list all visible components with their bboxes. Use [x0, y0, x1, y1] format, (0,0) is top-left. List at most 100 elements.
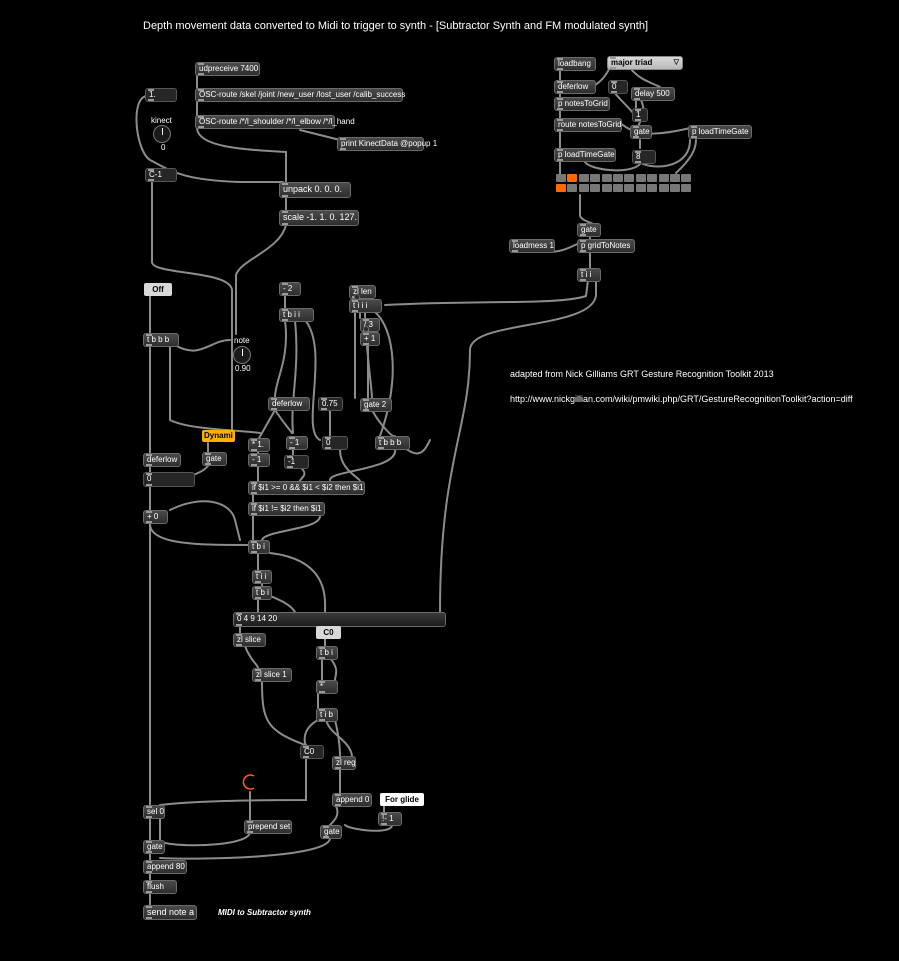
- number-box-4[interactable]: 1: [632, 108, 648, 122]
- sel-zero-object[interactable]: sel 0: [143, 805, 165, 819]
- midi-caption: MIDI to Subtractor synth: [218, 908, 311, 917]
- gate-object[interactable]: gate: [202, 452, 227, 466]
- load-time-gate-object-2[interactable]: p loadTimeGate: [554, 148, 616, 162]
- gate-two-object[interactable]: gate 2: [360, 398, 392, 412]
- c0-note-button[interactable]: C0: [316, 626, 341, 639]
- multiply-object-2[interactable]: *: [316, 680, 338, 694]
- plus-one-object[interactable]: + 1: [360, 332, 380, 346]
- route-object[interactable]: route notesToGrid: [554, 118, 622, 132]
- grid-cell[interactable]: [647, 184, 658, 192]
- grid-cell[interactable]: [624, 174, 635, 182]
- reverse-minus-object[interactable]: !- 1: [378, 812, 402, 826]
- gate-object-5[interactable]: gate: [630, 125, 652, 139]
- append-zero-object[interactable]: append 0: [332, 793, 372, 807]
- zl-reg-object[interactable]: zl reg: [332, 756, 356, 770]
- delay-object[interactable]: delay 500: [631, 87, 675, 101]
- grid-cell[interactable]: [681, 184, 692, 192]
- c0-number-box[interactable]: C0: [300, 745, 324, 759]
- grid-cell[interactable]: [658, 174, 669, 182]
- trigger-bi-object-2[interactable]: t b i: [252, 586, 272, 600]
- grid-cell[interactable]: [670, 184, 680, 192]
- gate-object-6[interactable]: gate: [577, 223, 601, 237]
- off-toggle-button[interactable]: Off: [144, 283, 172, 296]
- trigger-bbb-object[interactable]: t b b b: [143, 333, 179, 347]
- unpack-object[interactable]: unpack 0. 0. 0.: [279, 182, 351, 198]
- flush-object[interactable]: flush: [143, 880, 177, 894]
- minus-one-object[interactable]: - 1: [248, 453, 270, 467]
- grid-cell[interactable]: [658, 184, 669, 192]
- zl-slice-object[interactable]: zl slice: [233, 633, 266, 647]
- send-note-object[interactable]: send note a: [143, 905, 197, 920]
- grid-cell[interactable]: [681, 174, 692, 182]
- if-not-equal-object[interactable]: if $i1 != $i2 then $i1: [248, 502, 325, 516]
- grid-cell[interactable]: [601, 174, 612, 182]
- trigger-bii-object[interactable]: t b i i: [279, 308, 314, 322]
- grid-cell[interactable]: [567, 184, 578, 192]
- prepend-set-object[interactable]: prepend set: [244, 820, 292, 834]
- inlet-button[interactable]: [363, 326, 369, 332]
- dynamic-comment: Dynami: [202, 430, 235, 442]
- number-box-5[interactable]: 8: [632, 150, 656, 164]
- grid-cell[interactable]: [578, 184, 589, 192]
- note-dial[interactable]: [233, 346, 251, 364]
- minus-one-object-2[interactable]: - 1: [286, 436, 308, 450]
- loadmess-object[interactable]: loadmess 1: [509, 239, 555, 253]
- grid-cell[interactable]: [635, 184, 646, 192]
- scale-list-message[interactable]: 0 4 9 14 20: [233, 612, 446, 627]
- deferlow-object-2[interactable]: deferlow: [268, 397, 310, 411]
- trigger-bbb-object-2[interactable]: t b b b: [375, 436, 410, 450]
- float-number-box[interactable]: 1.: [145, 88, 177, 102]
- zl-slice-one-object[interactable]: zl slice 1: [252, 668, 292, 682]
- multiply-object[interactable]: * 1.: [248, 438, 270, 452]
- grid-cell[interactable]: [624, 184, 635, 192]
- chord-menu-value: major triad: [611, 58, 653, 67]
- grid-cell[interactable]: [590, 184, 601, 192]
- trigger-ii-object-2[interactable]: t i i: [577, 268, 601, 282]
- chord-menu[interactable]: major triad ▽: [607, 56, 683, 70]
- minus-two-object[interactable]: - 2: [279, 282, 301, 296]
- grid-cell[interactable]: [647, 174, 658, 182]
- midi-note-box[interactable]: C-1: [145, 168, 177, 182]
- notes-to-grid-object[interactable]: p notesToGrid: [554, 97, 610, 111]
- osc-route-joints-object[interactable]: OSC-route /*/l_shoulder /*/l_elbow /*/l_…: [195, 115, 355, 129]
- grid-cell[interactable]: [590, 174, 601, 182]
- deferlow-object-3[interactable]: deferlow: [554, 80, 596, 94]
- grid-to-notes-object[interactable]: p gridToNotes: [577, 239, 635, 253]
- trigger-bi-object-3[interactable]: t b i: [316, 646, 338, 660]
- trigger-bi-object[interactable]: t b i: [248, 540, 270, 554]
- grid-cell[interactable]: [670, 174, 680, 182]
- scale-object[interactable]: scale -1. 1. 0. 127.: [279, 210, 359, 226]
- trigger-ib-object[interactable]: t i b: [316, 708, 338, 722]
- negative-one-box[interactable]: -1: [284, 455, 309, 469]
- number-box-2[interactable]: 0: [322, 436, 348, 450]
- grid-cell[interactable]: [556, 184, 566, 192]
- udpreceive-object[interactable]: udpreceive 7400: [195, 62, 260, 76]
- patch-title: Depth movement data converted to Midi to…: [143, 20, 649, 32]
- plus-object[interactable]: + 0: [143, 510, 168, 524]
- loadbang-object[interactable]: loadbang: [554, 57, 596, 71]
- load-time-gate-object[interactable]: p loadTimeGate: [688, 125, 752, 139]
- trigger-ii-object[interactable]: t i i: [252, 570, 272, 584]
- grid-cell[interactable]: [613, 174, 623, 182]
- number-box-3[interactable]: 0: [608, 80, 628, 94]
- float-value-box[interactable]: 0.75: [318, 397, 343, 411]
- trigger-iii-object[interactable]: t i i i: [349, 299, 382, 313]
- credit-text: adapted from Nick Gilliams GRT Gesture R…: [510, 369, 774, 379]
- kinect-dial[interactable]: [153, 125, 171, 143]
- note-dial-value: 0.90: [235, 364, 251, 373]
- grid-cell[interactable]: [556, 174, 566, 182]
- grid-cell[interactable]: [567, 174, 578, 182]
- osc-route-skel-object[interactable]: OSC-route /skel /joint /new_user /lost_u…: [195, 88, 405, 102]
- grid-cell[interactable]: [578, 174, 589, 182]
- kinect-dial-value: 0: [161, 143, 166, 152]
- grid-cell[interactable]: [635, 174, 646, 182]
- grid-cell[interactable]: [601, 184, 612, 192]
- append-80-object[interactable]: append 80: [143, 860, 187, 874]
- deferlow-object[interactable]: deferlow: [143, 453, 181, 467]
- gate-object-3[interactable]: gate: [320, 825, 342, 839]
- grid-cell[interactable]: [613, 184, 623, 192]
- gate-object-4[interactable]: gate: [143, 840, 165, 854]
- if-range-object[interactable]: if $i1 >= 0 && $i1 < $i2 then $i1: [248, 481, 365, 495]
- print-object[interactable]: print KinectData @popup 1: [337, 137, 437, 151]
- number-box[interactable]: 0: [143, 472, 195, 487]
